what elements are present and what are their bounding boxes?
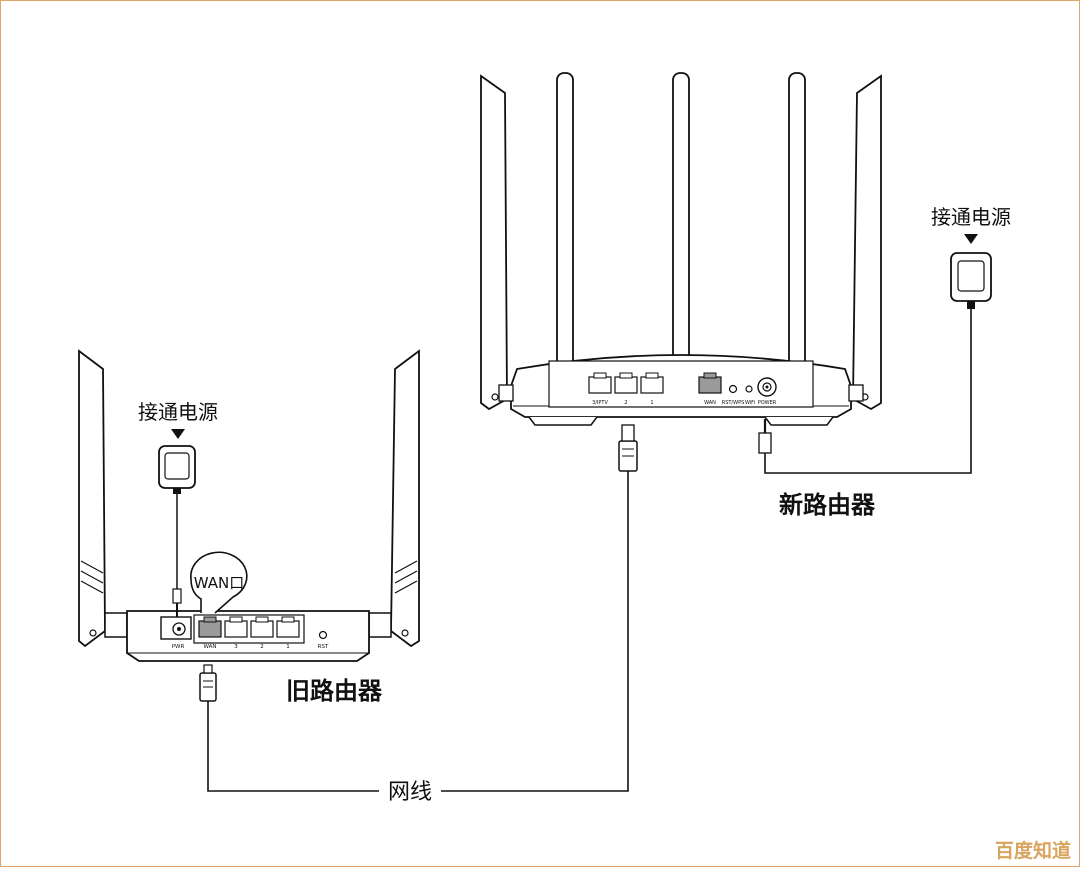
arrow-down-icon	[171, 429, 185, 439]
network-cable-left	[207, 701, 379, 792]
new-router-title: 新路由器	[779, 491, 876, 519]
rj45-plug-new-router	[618, 424, 638, 472]
old-port-label: 3	[234, 644, 238, 650]
old-router-antenna-right	[368, 349, 420, 648]
new-port-label: 2	[624, 400, 627, 406]
new-router-antenna-2	[556, 72, 574, 404]
new-port-label: RST/WPS	[722, 400, 745, 406]
new-router-antenna-5	[852, 74, 882, 411]
new-port-label: 3/IPTV	[592, 400, 608, 406]
old-router-antenna-left	[78, 349, 128, 648]
new-router-wifi-button	[745, 385, 753, 393]
new-router-lan-port-1	[640, 372, 664, 394]
power-label-left: 接通电源	[138, 400, 218, 424]
old-port-label: WAN	[203, 644, 216, 650]
rj45-plug-old-router	[199, 664, 217, 702]
wan-callout-label: WAN口	[194, 574, 245, 592]
new-port-label: WiFi	[745, 400, 755, 406]
watermark: 百度知道	[995, 839, 1071, 862]
old-port-label: 2	[260, 644, 264, 650]
power-label-right: 接通电源	[931, 205, 1011, 229]
cable-label: 网线	[388, 780, 432, 805]
new-router-antenna-1	[480, 74, 508, 411]
network-cable-right	[441, 471, 629, 792]
old-port-label: 1	[286, 644, 290, 650]
old-router: PWR WAN 3 2 1 RST	[78, 349, 420, 662]
old-router-title: 旧路由器	[286, 677, 383, 705]
old-router-lan-port-3	[224, 616, 248, 638]
old-port-label: PWR	[172, 644, 185, 650]
old-router-lan-port-2	[250, 616, 274, 638]
arrow-down-icon	[964, 234, 978, 244]
new-router-antenna-4	[788, 72, 806, 404]
old-port-label: RST	[318, 644, 329, 650]
new-router-power-adapter: 接通电源	[758, 205, 1011, 474]
old-router-lan-port-1	[276, 616, 300, 638]
new-router-wan-port	[698, 372, 722, 394]
new-router-reset-button	[728, 384, 738, 394]
new-router-antenna-3	[672, 72, 690, 404]
old-router-wan-port	[198, 616, 222, 638]
old-router-power-adapter: 接通电源	[138, 400, 218, 617]
wan-callout: WAN口	[190, 551, 248, 614]
new-router-lan-port-2	[614, 372, 638, 394]
new-port-label: 1	[650, 400, 653, 406]
new-router-power-port	[757, 377, 777, 397]
new-router: 3/IPTV 2 1 WAN RST/WPS WiFi POWER	[480, 72, 882, 426]
old-router-reset-button	[318, 630, 328, 640]
new-router-lan-port-3	[588, 372, 612, 394]
new-port-label: WAN	[704, 400, 716, 406]
new-port-label: POWER	[758, 400, 777, 406]
